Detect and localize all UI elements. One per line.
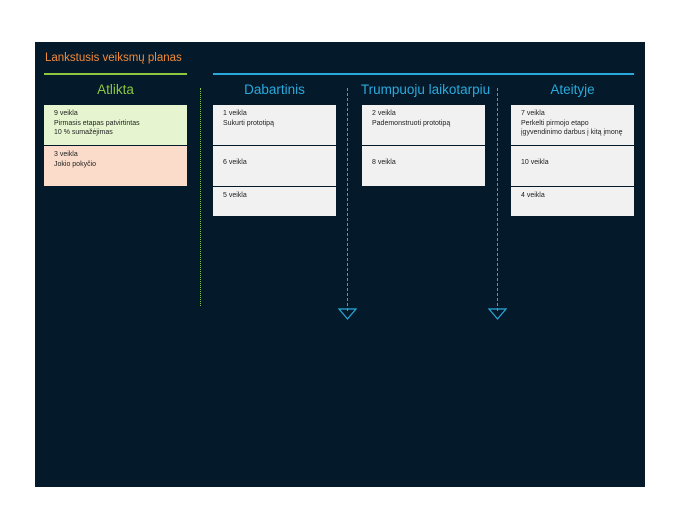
- card-current-3[interactable]: 5 veikla: [213, 187, 336, 216]
- card-task: 7 veikla: [521, 110, 545, 117]
- card-text: Pademonstruoti prototipą: [372, 119, 451, 127]
- card-task: 1 veikla: [223, 110, 247, 117]
- card-text: Pirmasis etapas patvirtintas: [54, 119, 140, 127]
- card-text: Sukurti prototipą: [223, 119, 274, 127]
- card-done-1[interactable]: 9 veikla Pirmasis etapas patvirtintas 10…: [44, 105, 187, 145]
- down-arrow-icon: [488, 308, 507, 320]
- card-task: 5 veikla: [223, 192, 247, 199]
- column-header-future: Ateityje: [550, 82, 595, 97]
- card-future-1[interactable]: 7 veikla Perkelti pirmojo etapo įgyvendi…: [511, 105, 634, 145]
- action-plan-slide: Lankstusis veiksmų planas Atlikta Dabart…: [35, 42, 645, 487]
- card-task: 9 veikla: [54, 110, 78, 117]
- card-task: 3 veikla: [54, 151, 78, 158]
- done-divider: [200, 88, 201, 306]
- page-title: Lankstusis veiksmų planas: [45, 52, 182, 64]
- column-header-current: Dabartinis: [244, 82, 305, 97]
- card-text: įgyvendinimo darbus į kitą įmonę: [521, 129, 623, 136]
- card-current-2[interactable]: 6 veikla: [213, 146, 336, 186]
- column-header-done: Atlikta: [97, 82, 134, 97]
- card-text: 10 % sumažėjimas: [54, 129, 113, 136]
- timeline-dashed-line: [347, 88, 348, 311]
- upcoming-rule: [213, 73, 634, 75]
- column-header-short-term: Trumpuoju laikotarpiu: [360, 82, 491, 97]
- card-task: 8 veikla: [372, 159, 396, 166]
- card-future-2[interactable]: 10 veikla: [511, 146, 634, 186]
- card-short-term-2[interactable]: 8 veikla: [362, 146, 485, 186]
- card-task: 2 veikla: [372, 110, 396, 117]
- done-rule: [44, 73, 187, 75]
- timeline-dashed-line: [497, 88, 498, 311]
- card-short-term-1[interactable]: 2 veikla Pademonstruoti prototipą: [362, 105, 485, 145]
- card-task: 10 veikla: [521, 159, 549, 166]
- card-text: Jokio pokyčio: [54, 160, 97, 168]
- card-current-1[interactable]: 1 veikla Sukurti prototipą: [213, 105, 336, 145]
- card-future-3[interactable]: 4 veikla: [511, 187, 634, 216]
- card-text: Perkelti pirmojo etapo: [521, 119, 589, 127]
- card-task: 6 veikla: [223, 159, 247, 166]
- card-task: 4 veikla: [521, 192, 545, 199]
- card-done-2[interactable]: 3 veikla Jokio pokyčio: [44, 146, 187, 186]
- down-arrow-icon: [338, 308, 357, 320]
